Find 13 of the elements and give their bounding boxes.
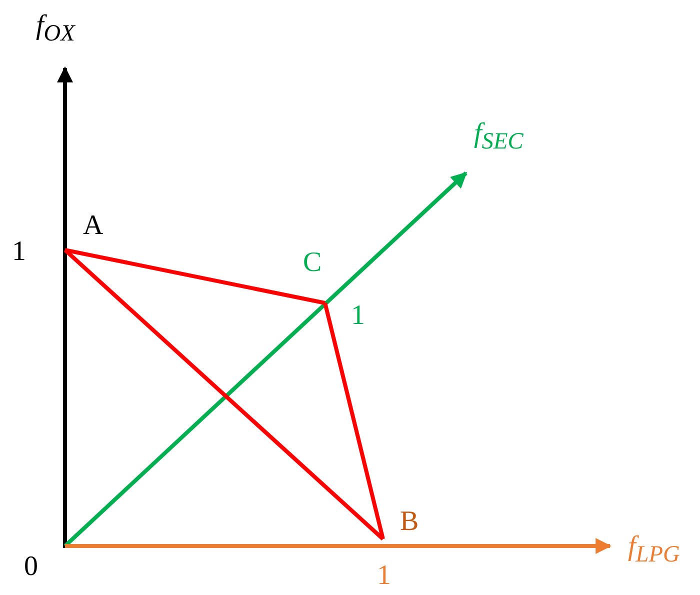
tick-label: 0: [24, 553, 38, 581]
tick-label: 1: [351, 302, 365, 330]
axis-label: f$_{LPG}$: [628, 533, 680, 567]
triangle-edge: [64, 248, 384, 540]
triangle-edge: [323, 302, 385, 540]
point-label: C: [302, 247, 323, 280]
tick-label: 1: [377, 562, 391, 590]
triangle-edge: [64, 248, 326, 305]
tick-label: 1: [12, 238, 26, 266]
axis-label: f$_{SEC}$: [474, 120, 524, 154]
point-label: B: [399, 506, 420, 539]
axis-label: f$_{OX}$: [36, 12, 75, 46]
point-label: A: [82, 209, 104, 243]
